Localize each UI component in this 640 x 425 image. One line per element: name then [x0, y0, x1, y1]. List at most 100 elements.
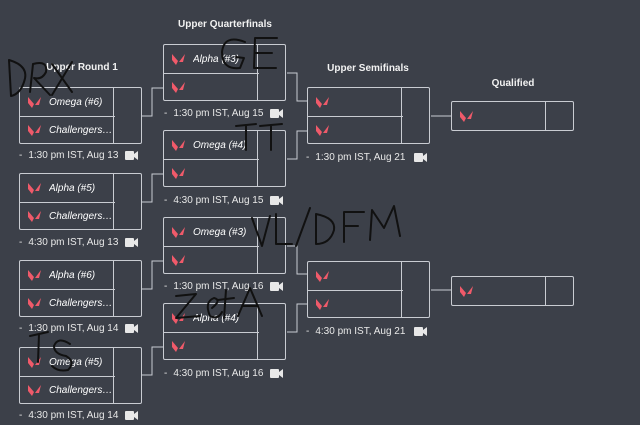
qualified-slot-2[interactable] — [451, 276, 574, 306]
dash: - — [19, 410, 23, 421]
dash: - — [19, 323, 23, 334]
video-camera-icon[interactable] — [270, 196, 283, 205]
video-camera-icon[interactable] — [125, 411, 138, 420]
score-column — [113, 348, 141, 403]
match-qf-2[interactable]: Omega (#4) — [163, 130, 286, 187]
dash: - — [19, 150, 23, 161]
dash: - — [306, 326, 310, 337]
match-sf-1[interactable] — [307, 87, 430, 144]
match-qf-1[interactable]: Alpha (#3) — [163, 44, 286, 101]
match-time: -1:30 pm IST, Aug 16 — [164, 281, 263, 292]
team-name: Challengers T... — [49, 384, 115, 396]
valorant-logo-icon — [28, 297, 41, 309]
score-column — [257, 45, 285, 100]
match-sf-2[interactable] — [307, 261, 430, 318]
match-time: -4:30 pm IST, Aug 15 — [164, 195, 263, 206]
video-camera-icon[interactable] — [414, 327, 427, 336]
qualified-slot-1[interactable] — [451, 101, 574, 131]
team-slot[interactable] — [164, 73, 259, 101]
team-slot[interactable]: Omega (#5) — [20, 348, 115, 377]
match-r1-2[interactable]: Alpha (#5) Challengers T... — [19, 173, 142, 230]
team-name: Omega (#5) — [49, 356, 103, 368]
video-camera-icon[interactable] — [125, 151, 138, 160]
team-slot[interactable]: Omega (#6) — [20, 88, 115, 117]
team-name: Alpha (#6) — [49, 269, 96, 281]
team-slot[interactable]: Omega (#3) — [164, 218, 259, 247]
team-slot[interactable]: Alpha (#5) — [20, 174, 115, 203]
valorant-logo-icon — [28, 124, 41, 136]
score-column — [113, 88, 141, 143]
team-slot[interactable] — [308, 88, 403, 117]
valorant-logo-icon — [172, 340, 185, 352]
team-name: Challengers T... — [49, 297, 115, 309]
valorant-logo-icon — [172, 81, 185, 93]
match-time-text: 4:30 pm IST, Aug 21 — [315, 326, 406, 337]
valorant-logo-icon — [460, 285, 473, 297]
match-qf-4[interactable]: Alpha (#4) — [163, 303, 286, 360]
valorant-logo-icon — [316, 270, 329, 282]
score-column — [545, 277, 573, 305]
match-time-text: 4:30 pm IST, Aug 15 — [173, 195, 264, 206]
match-time: -1:30 pm IST, Aug 14 — [19, 323, 118, 334]
match-time: -4:30 pm IST, Aug 13 — [19, 237, 118, 248]
video-camera-icon[interactable] — [125, 238, 138, 247]
video-camera-icon[interactable] — [125, 324, 138, 333]
dash: - — [19, 237, 23, 248]
team-slot[interactable]: Challengers T... — [20, 376, 115, 404]
video-camera-icon[interactable] — [270, 282, 283, 291]
team-slot[interactable]: Alpha (#6) — [20, 261, 115, 290]
valorant-logo-icon — [28, 96, 41, 108]
match-r1-3[interactable]: Alpha (#6) Challengers T... — [19, 260, 142, 317]
match-time-text: 1:30 pm IST, Aug 21 — [315, 152, 406, 163]
team-slot[interactable] — [164, 332, 259, 360]
team-slot[interactable]: Alpha (#3) — [164, 45, 259, 74]
score-column — [401, 88, 429, 143]
team-slot[interactable] — [164, 159, 259, 187]
team-slot[interactable] — [164, 246, 259, 274]
match-time-text: 4:30 pm IST, Aug 14 — [28, 410, 119, 421]
valorant-logo-icon — [28, 182, 41, 194]
dash: - — [164, 368, 168, 379]
match-qf-3[interactable]: Omega (#3) — [163, 217, 286, 274]
score-column — [113, 261, 141, 316]
score-column — [257, 131, 285, 186]
round-title-upper-semifinals: Upper Semifinals — [327, 63, 409, 74]
match-time: -4:30 pm IST, Aug 14 — [19, 410, 118, 421]
team-name: Challengers T... — [49, 210, 115, 222]
score-column — [113, 174, 141, 229]
team-slot[interactable] — [308, 116, 403, 144]
match-time: -1:30 pm IST, Aug 13 — [19, 150, 118, 161]
team-name: Alpha (#4) — [193, 312, 240, 324]
valorant-logo-icon — [172, 167, 185, 179]
match-time: -1:30 pm IST, Aug 21 — [306, 152, 405, 163]
match-time-text: 1:30 pm IST, Aug 16 — [173, 281, 264, 292]
round-title-upper-round-1: Upper Round 1 — [46, 62, 118, 73]
score-column — [257, 218, 285, 273]
valorant-logo-icon — [28, 269, 41, 281]
team-slot[interactable]: Challengers T... — [20, 289, 115, 317]
dash: - — [164, 108, 168, 119]
team-slot[interactable] — [308, 290, 403, 318]
team-slot[interactable]: Challengers T... — [20, 116, 115, 144]
round-title-upper-quarterfinals: Upper Quarterfinals — [178, 19, 272, 30]
team-name: Challengers T... — [49, 124, 115, 136]
team-slot[interactable]: Alpha (#4) — [164, 304, 259, 333]
match-time-text: 1:30 pm IST, Aug 15 — [173, 108, 264, 119]
match-r1-1[interactable]: Omega (#6) Challengers T... — [19, 87, 142, 144]
score-column — [257, 304, 285, 359]
team-name: Alpha (#5) — [49, 182, 96, 194]
video-camera-icon[interactable] — [414, 153, 427, 162]
valorant-logo-icon — [28, 356, 41, 368]
video-camera-icon[interactable] — [270, 369, 283, 378]
match-r1-4[interactable]: Omega (#5) Challengers T... — [19, 347, 142, 404]
valorant-logo-icon — [172, 254, 185, 266]
team-slot[interactable] — [308, 262, 403, 291]
team-slot[interactable]: Challengers T... — [20, 202, 115, 230]
match-time: -1:30 pm IST, Aug 15 — [164, 108, 263, 119]
dash: - — [306, 152, 310, 163]
match-time-text: 4:30 pm IST, Aug 16 — [173, 368, 264, 379]
team-slot[interactable]: Omega (#4) — [164, 131, 259, 160]
valorant-logo-icon — [316, 96, 329, 108]
valorant-logo-icon — [172, 312, 185, 324]
video-camera-icon[interactable] — [270, 109, 283, 118]
